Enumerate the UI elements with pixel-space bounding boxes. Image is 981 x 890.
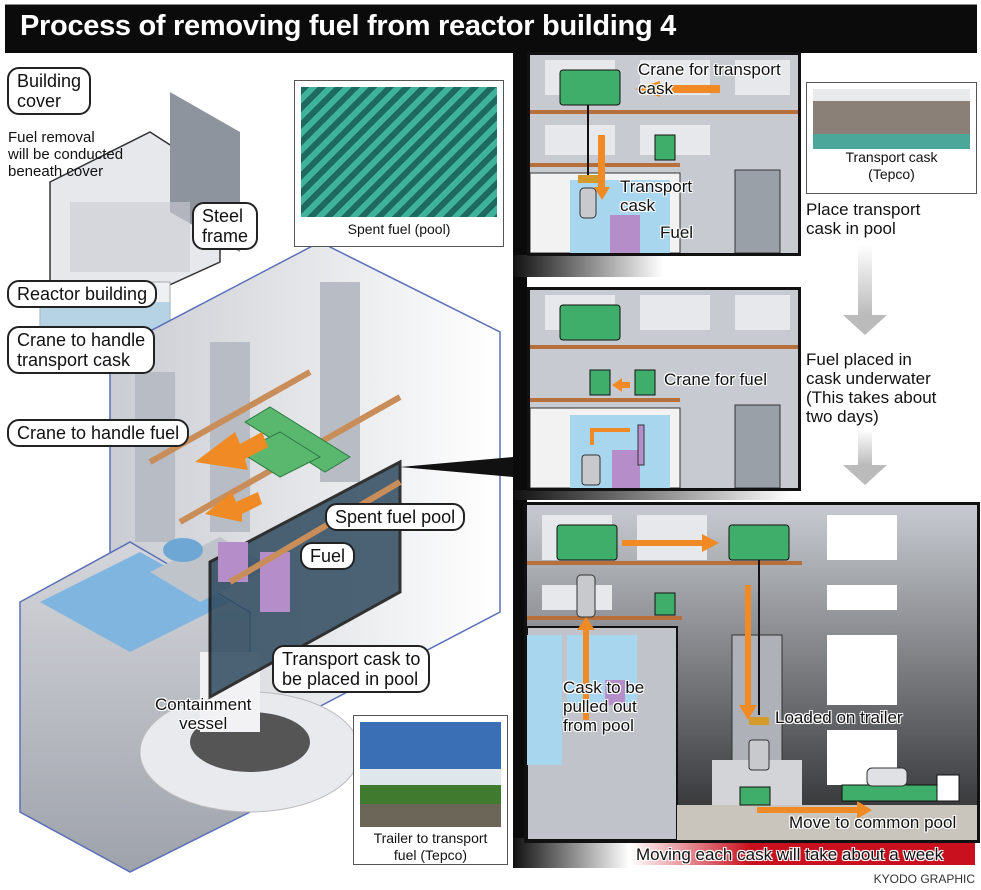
step-panel-2: Crane for fuel (527, 287, 801, 491)
photo-caption: Trailer to transport fuel (Tepco) (373, 830, 488, 863)
trailer-icon (841, 784, 943, 802)
pool-water (527, 635, 562, 765)
cask-icon (576, 574, 596, 618)
photo-caption: Spent fuel (pool) (347, 221, 451, 237)
panel2-illustration (530, 290, 798, 488)
fuel-icon (605, 680, 625, 705)
photo-spent-fuel: Spent fuel (pool) (294, 80, 504, 247)
photo-transport-cask: Transport cask (Tepco) (806, 82, 977, 194)
label-text: Steel frame (202, 206, 249, 246)
step-panel-3: Cask to be pulled out from pool Loaded o… (524, 502, 980, 843)
label-containment-vessel: Containment vessel (155, 695, 252, 733)
label-transport-cask-pool: Transport cask to be placed in pool (272, 645, 431, 693)
label-crane-transport-cask: Crane to handle transport cask (7, 326, 156, 374)
flow-arrow-down-icon (843, 465, 887, 485)
label-fuel: Fuel (300, 542, 356, 570)
orange-arrow-right (622, 534, 719, 552)
orange-arrow-left (612, 378, 630, 392)
label-text: Crane to handle transport cask (17, 330, 146, 370)
orange-arrow-path (590, 428, 630, 445)
footer-note-bg (630, 843, 975, 865)
spent-fuel-image (301, 87, 497, 217)
trailer-icon (739, 786, 771, 806)
crane-fuel-label: Crane for fuel (664, 370, 767, 389)
fuel-crane-icon (634, 369, 656, 396)
crane-rail (228, 479, 402, 585)
transport-cask-crane-icon (559, 69, 621, 106)
gradient-divider (513, 255, 663, 277)
label-text: Transport cask to be placed in pool (282, 649, 421, 689)
crane-move-arrow (195, 432, 268, 470)
label-reactor-building: Reactor building (7, 280, 158, 308)
loaded-trailer-label: Loaded on trailer (775, 708, 903, 727)
credit: KYODO GRAPHIC (873, 872, 975, 886)
orange-arrow-down (739, 585, 757, 720)
label-crane-fuel: Crane to handle fuel (7, 419, 190, 447)
orange-arrow-down (594, 135, 610, 200)
photo-caption: Transport cask (Tepco) (845, 149, 938, 182)
pool-water (567, 635, 637, 705)
fuel-icon (612, 450, 640, 488)
label-fuel-removal-note: Fuel removal will be conducted beneath c… (8, 129, 124, 180)
orange-arrow-left (635, 81, 720, 97)
fuel-crane-icon (589, 369, 611, 396)
zoom-pointer (400, 457, 513, 477)
panel1-illustration (530, 55, 798, 253)
page-title: Process of removing fuel from reactor bu… (20, 10, 676, 42)
cask-icon (581, 454, 601, 486)
title-bar (5, 4, 977, 53)
flow-arrow-down-icon (843, 315, 887, 335)
gradient-divider (513, 490, 793, 500)
fuel-crane-icon (654, 592, 676, 616)
rail (530, 345, 798, 349)
panel3-illustration (527, 505, 977, 840)
rail (530, 398, 680, 402)
label-building-cover: Building cover (7, 67, 92, 115)
step-panel-1: Crane for transport cask Transport cask … (527, 52, 801, 256)
transport-cask-crane-icon (559, 304, 621, 341)
rail (527, 561, 802, 565)
transport-cask-crane-icon (728, 524, 790, 561)
flow-arrow-stem (858, 245, 872, 315)
rail (530, 110, 798, 114)
fuel-crane-icon (654, 134, 676, 161)
trailer-image (360, 722, 501, 827)
label-steel-frame: Steel frame (192, 202, 259, 250)
orange-arrow-up (577, 617, 595, 720)
step-1-text: Place transport cask in pool (806, 200, 921, 238)
crane-rail (148, 369, 312, 465)
crane-move-arrow (205, 492, 262, 522)
crane-transport-label: Crane for transport cask (638, 60, 781, 98)
cask-icon (748, 739, 770, 771)
footer-note: Moving each cask will take about a week (636, 845, 944, 864)
cask-icon (579, 187, 597, 219)
rail (527, 616, 682, 620)
transport-cask-image (813, 89, 970, 149)
flow-arrow-stem (858, 430, 872, 465)
fuel-icon (610, 215, 640, 253)
fuel-label: Fuel (660, 223, 694, 242)
cask-on-trailer-icon (866, 767, 908, 787)
orange-arrow-right (757, 801, 872, 819)
step-2-text: Fuel placed in cask underwater (This tak… (806, 350, 937, 426)
cask-pulled-label: Cask to be pulled out from pool (563, 678, 645, 735)
label-text: Building cover (17, 71, 82, 111)
transport-cask-crane-icon (556, 524, 618, 561)
photo-trailer: Trailer to transport fuel (Tepco) (353, 715, 508, 865)
label-spent-fuel-pool: Spent fuel pool (325, 503, 466, 531)
move-common-pool-label: Move to common pool (789, 813, 957, 832)
transport-cask-label: Transport cask (620, 177, 693, 215)
